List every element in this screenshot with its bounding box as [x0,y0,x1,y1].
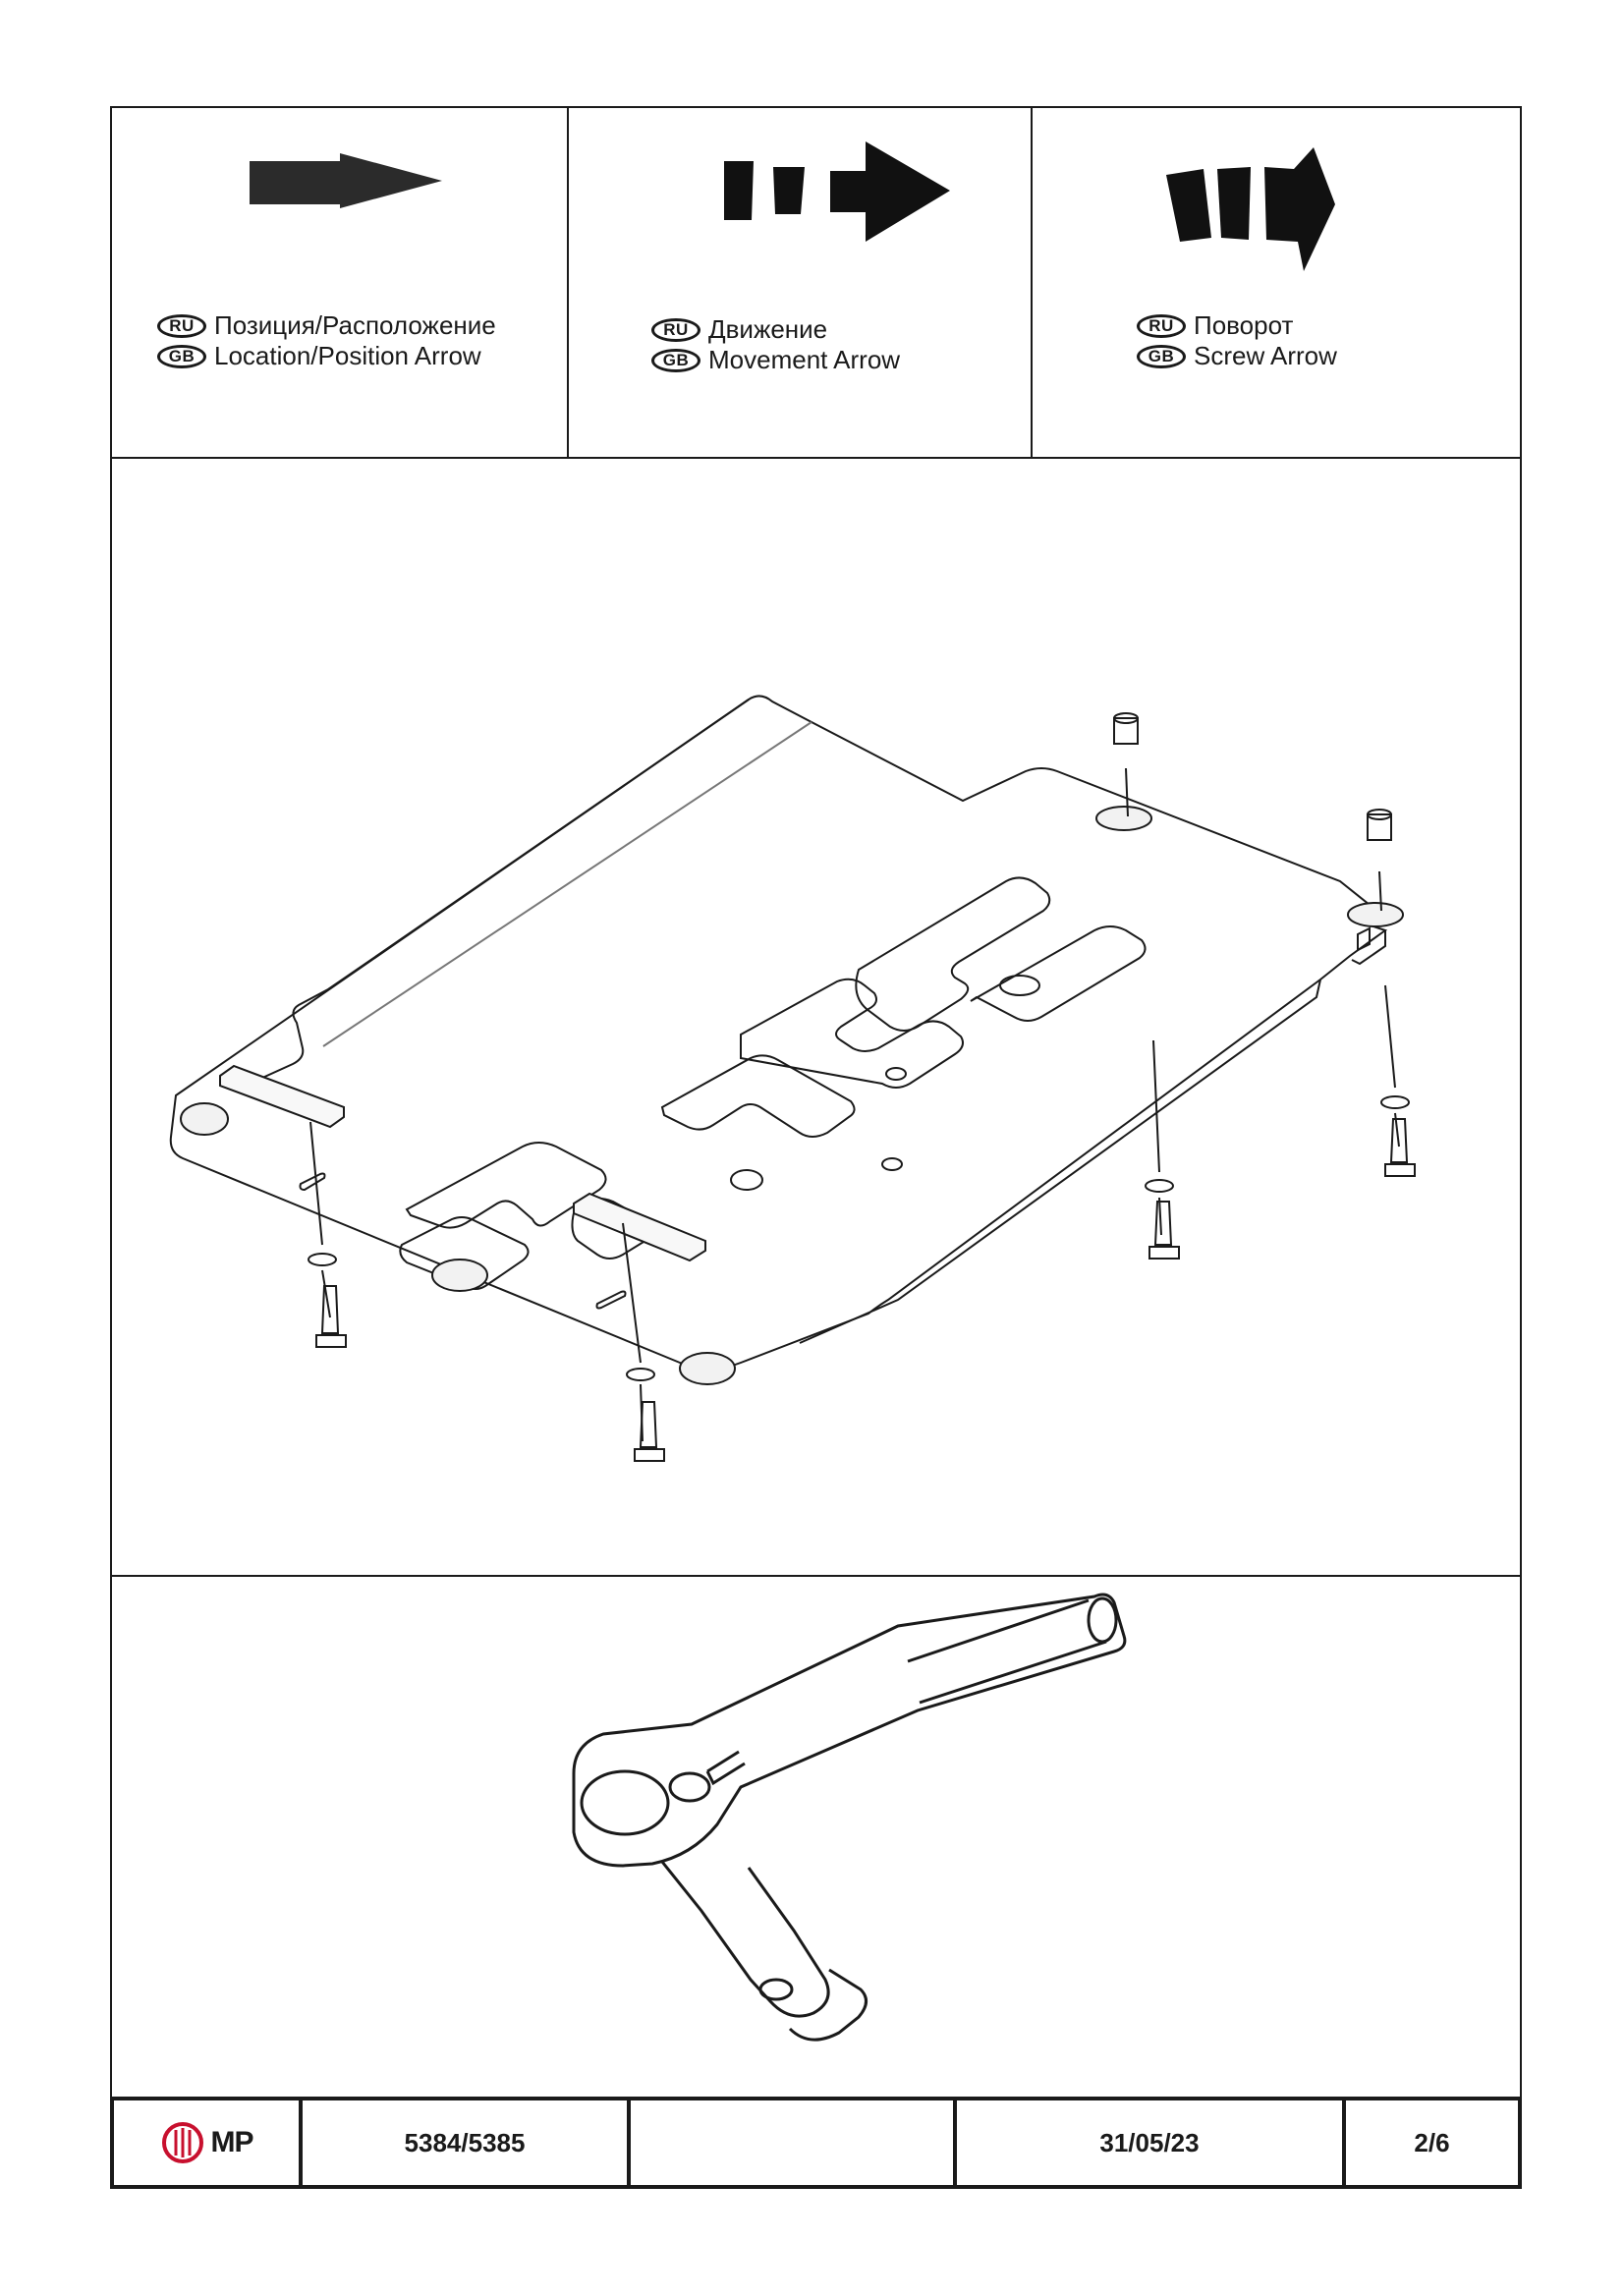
location-arrow-icon [250,153,442,208]
logo-text: MP [210,2126,254,2158]
legend-movement-text: RU Движение GB Movement Arrow [651,314,900,375]
logo-cell: MP [114,2100,299,2185]
mp-logo-icon [161,2122,203,2163]
screw-arrow-icon [1166,147,1335,271]
legend-ru-label: Поворот [1194,310,1294,340]
revision-date: 31/05/23 [953,2100,1342,2185]
movement-arrow-icon [724,141,950,242]
gb-badge: GB [651,348,700,372]
page-number: 2/6 [1342,2100,1518,2185]
legend-gb-label: Movement Arrow [708,345,901,374]
ratchet-wrench-icon [572,1593,1127,2042]
legend-screw: RU Поворот GB Screw Arrow [1031,108,1520,457]
ru-badge: RU [1137,313,1186,338]
title-block: MP 5384/5385 31/05/23 2/6 [110,2097,1522,2189]
assembly-illustration [112,459,1520,1577]
gb-badge: GB [1137,344,1186,368]
skid-plate-drawing [169,695,1416,1462]
blank-field [627,2100,953,2185]
company-logo: MP [160,2120,254,2165]
legend-location-text: RU Позиция/Расположение GB Location/Positi… [157,310,496,371]
page-frame: RU Позиция/Расположение GB Location/Positi… [110,106,1522,2189]
legend-ru-label: Движение [708,314,828,344]
legend-gb-label: Screw Arrow [1194,341,1337,370]
tool-illustration [112,1577,1520,2105]
legend-location: RU Позиция/Расположение GB Location/Positi… [112,108,567,457]
ru-badge: RU [157,313,206,338]
legend-ru-label: Позиция/Расположение [214,310,496,340]
gb-badge: GB [157,344,206,368]
ru-badge: RU [651,317,700,342]
legend-gb-label: Location/Position Arrow [214,341,481,370]
legend-movement: RU Движение GB Movement Arrow [567,108,1031,457]
legend-screw-text: RU Поворот GB Screw Arrow [1137,310,1337,371]
part-number: 5384/5385 [299,2100,627,2185]
arrow-legend: RU Позиция/Расположение GB Location/Positi… [112,108,1520,459]
